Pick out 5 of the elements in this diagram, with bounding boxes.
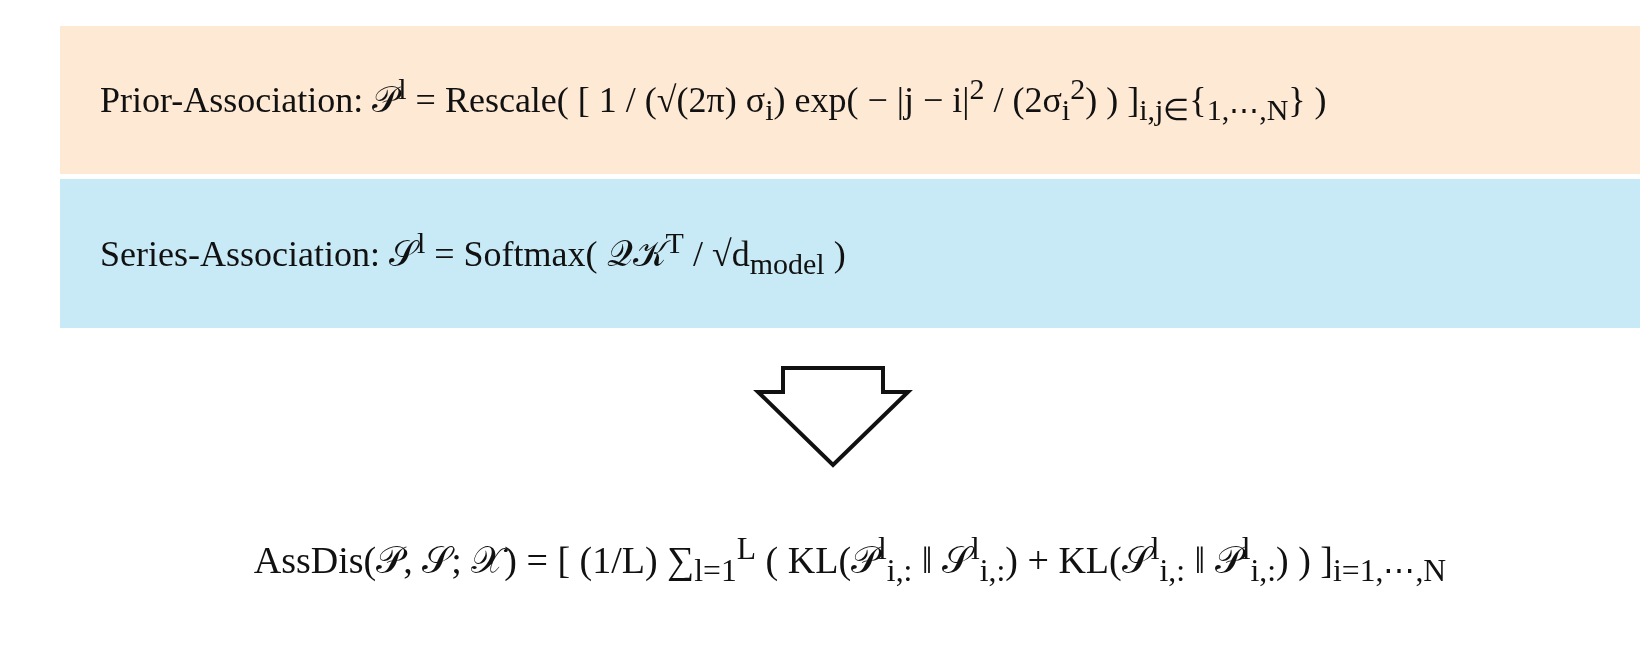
formula-text: Prior-Association: 𝒫$^{l}$ = Rescale( [ 1 / (√(2π) σ$_{i}$) exp( − |j − i|$^{2}$ / (2σ$_{i}$$^{2}$) ) ]$_{i,j∈}${$_{1,⋯,N}$} ) bbox=[100, 72, 1327, 128]
formula-band bbox=[60, 26, 1640, 174]
formula-text: Series-Association: 𝒮$^{l}$ = Softmax( 𝒬𝒦$^{T}$ / √d$_{model}$ ) bbox=[100, 225, 846, 282]
formula-band bbox=[60, 179, 1640, 328]
block-arrow bbox=[753, 366, 913, 468]
